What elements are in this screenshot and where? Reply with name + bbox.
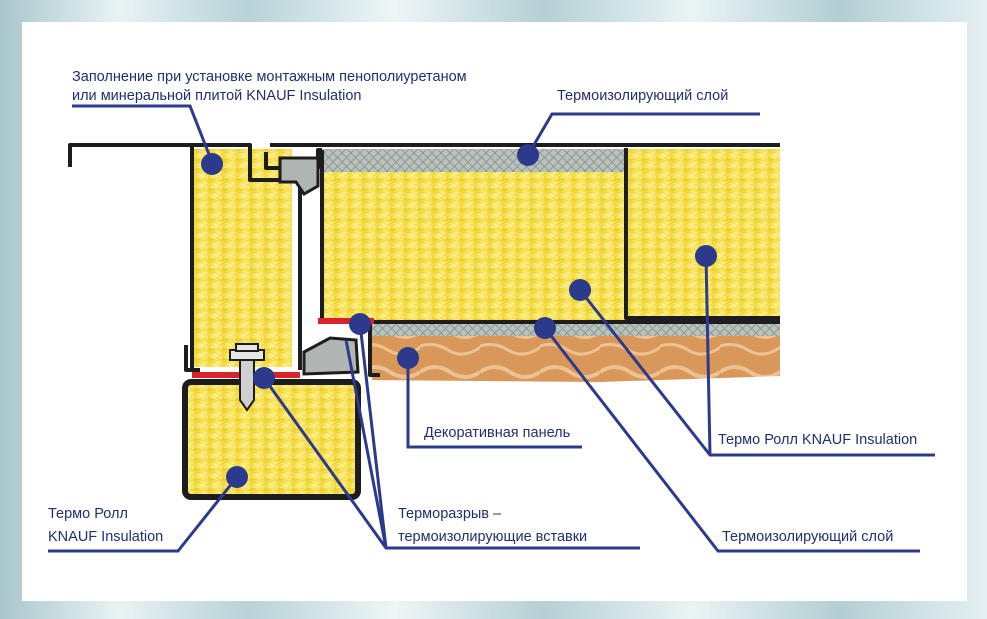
screw — [229, 343, 265, 412]
label-thermo-roll-left-line1: Термо Ролл — [48, 506, 128, 522]
label-thermobreak-line2: термоизолирующие вставки — [398, 529, 587, 545]
label-thermobreak-line1: Терморазрыв – — [398, 506, 502, 522]
label-decor-panel: Декоративная панель — [424, 425, 570, 441]
label-fill-line2: или минеральной плитой KNAUF Insulation — [72, 88, 362, 104]
label-thermo-layer-bottom: Термоизолирующий слой — [722, 529, 893, 545]
callout-lines — [48, 104, 935, 553]
right-insulation — [628, 149, 780, 321]
label-thermo-layer-top: Термоизолирующий слой — [557, 88, 728, 104]
frame-insulation-fill — [192, 149, 292, 367]
label-thermo-roll-right: Термо Ролл KNAUF Insulation — [718, 432, 917, 448]
thermo-layer-top — [322, 149, 627, 172]
label-thermo-roll-left-line2: KNAUF Insulation — [48, 529, 163, 545]
label-fill-line1: Заполнение при установке монтажным пеноп… — [72, 69, 467, 85]
seal-sash — [318, 318, 374, 324]
callout-dots — [201, 144, 717, 488]
thermal-insert-top — [278, 156, 320, 196]
decorative-panel — [372, 336, 780, 382]
thermo-layer-bottom — [370, 322, 780, 336]
thermo-roll-block — [182, 379, 361, 500]
thermal-insert-bottom — [302, 336, 360, 376]
